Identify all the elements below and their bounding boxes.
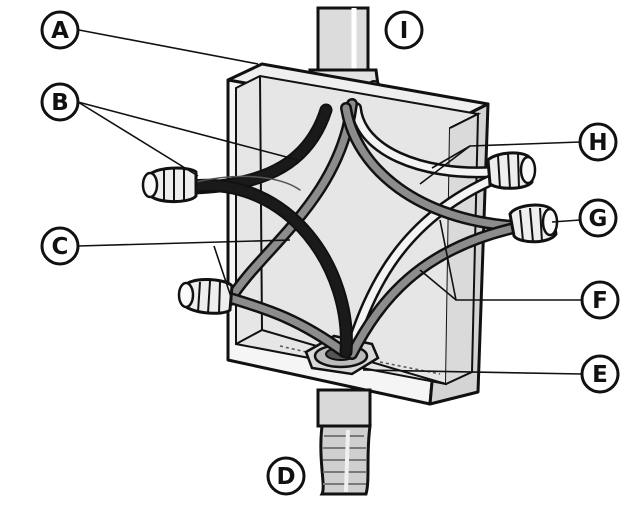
- wire-nut-black: [141, 166, 198, 203]
- label-I: I: [384, 10, 424, 50]
- svg-text:H: H: [588, 130, 607, 156]
- label-E: E: [580, 354, 620, 394]
- label-D: D: [266, 456, 306, 496]
- wire-nut-gray-left: [177, 278, 234, 315]
- svg-text:A: A: [51, 18, 69, 44]
- label-B: B: [40, 82, 80, 122]
- wire-nut-gray-right: [508, 203, 559, 244]
- bottom-conduit: [316, 388, 372, 496]
- label-H: H: [578, 122, 618, 162]
- label-A: A: [40, 10, 80, 50]
- svg-text:E: E: [592, 362, 608, 388]
- leader-lines: [77, 29, 583, 375]
- svg-text:G: G: [589, 206, 608, 232]
- svg-text:C: C: [52, 234, 69, 260]
- svg-text:D: D: [276, 464, 295, 490]
- svg-text:F: F: [592, 288, 608, 314]
- wires: [183, 98, 520, 360]
- label-C: C: [40, 226, 80, 266]
- svg-text:I: I: [400, 18, 409, 44]
- label-F: F: [580, 280, 620, 320]
- wire-nut-white: [486, 151, 537, 190]
- svg-text:B: B: [51, 90, 69, 116]
- label-G: G: [578, 198, 618, 238]
